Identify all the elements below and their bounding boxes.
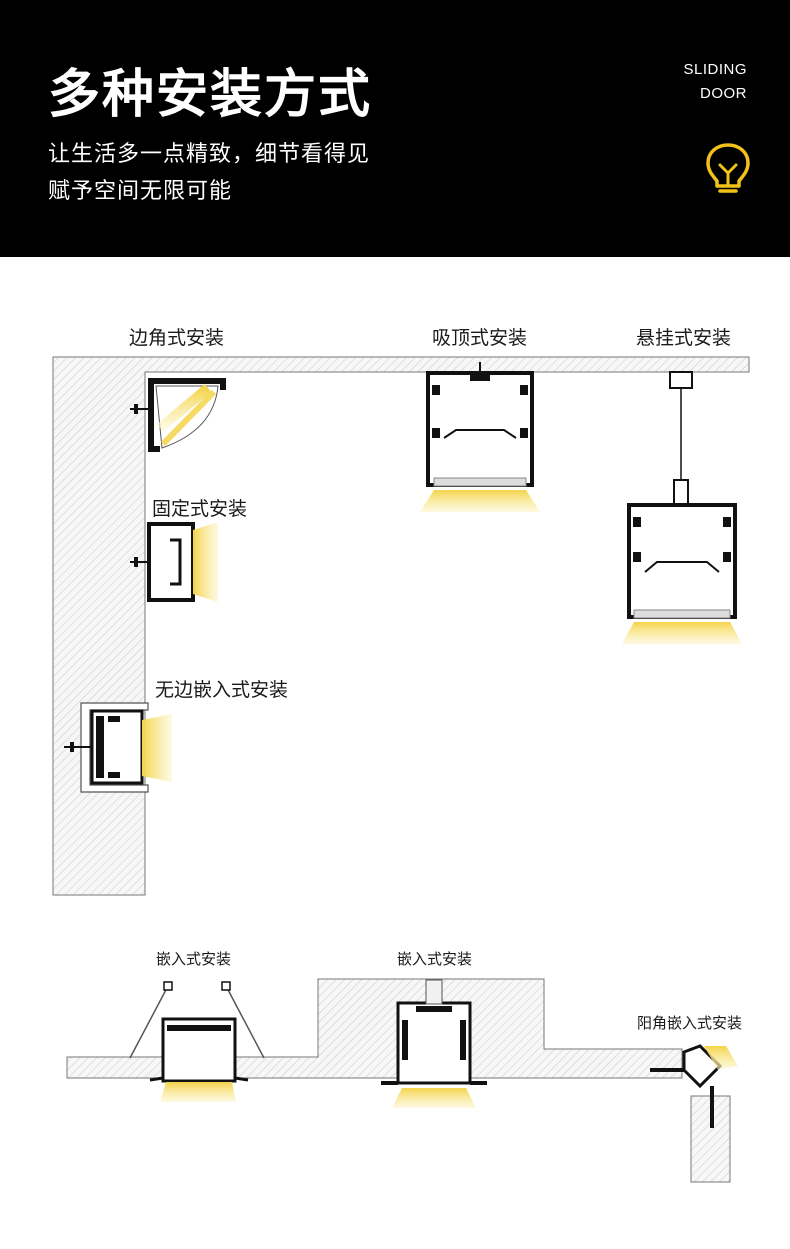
brand-label: SLIDING DOOR: [683, 58, 747, 106]
label-ceiling-mount: 吸顶式安装: [432, 327, 528, 349]
label-outside-corner-recessed: 阳角嵌入式安装: [637, 1014, 743, 1032]
corner-mount-diagram: [130, 378, 226, 452]
label-recessed-left: 嵌入式安装: [156, 950, 232, 968]
subtitle-line-1: 让生活多一点精致，细节看得见: [48, 142, 371, 167]
recessed-left-diagram: [129, 981, 265, 1102]
label-fixed-mount: 固定式安装: [152, 498, 248, 520]
brand-line-2: DOOR: [700, 85, 747, 102]
label-frameless-recessed: 无边嵌入式安装: [155, 679, 289, 701]
header-banner: 多种安装方式 让生活多一点精致，细节看得见 赋予空间无限可能 SLIDING D…: [0, 0, 790, 257]
page-title: 多种安装方式: [48, 65, 373, 125]
brand-line-1: SLIDING: [683, 61, 747, 78]
pendant-mount-diagram: [622, 371, 742, 644]
fixed-mount-diagram: [130, 522, 218, 602]
outside-corner-recessed-diagram: [650, 1044, 738, 1128]
wall-ceiling-section: [52, 356, 750, 896]
recessed-middle-diagram: [381, 979, 487, 1108]
ceiling-mount-diagram: [420, 362, 540, 512]
installation-diagram: [52, 356, 750, 1183]
label-recessed-middle: 嵌入式安装: [397, 950, 473, 968]
frameless-recessed-diagram: [64, 702, 172, 793]
label-pendant-mount: 悬挂式安装: [636, 327, 732, 349]
subtitle-line-2: 赋予空间无限可能: [48, 179, 233, 204]
label-corner-mount: 边角式安装: [129, 327, 225, 349]
lightbulb-icon: [706, 143, 750, 193]
recessed-ceiling-section: [66, 978, 731, 1183]
